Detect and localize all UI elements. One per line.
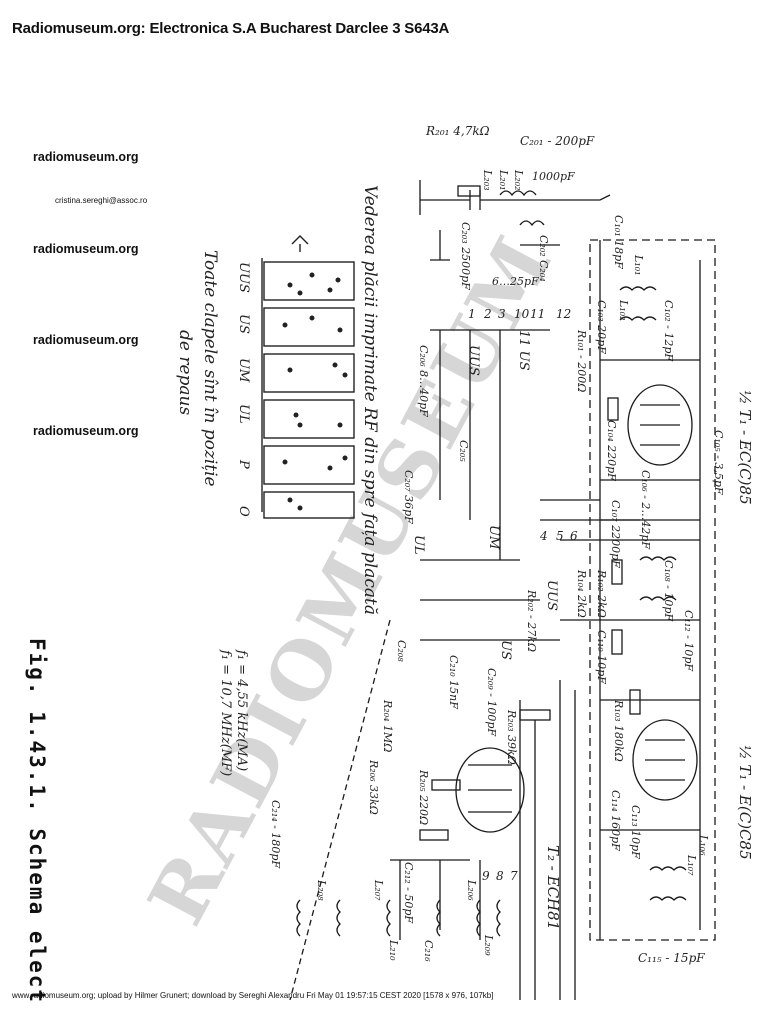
label-c212: C₂₁₂ - 50pF	[402, 862, 415, 923]
contact-number: 10	[514, 307, 530, 321]
tube-label: ½ T₁ - E(C)C85	[736, 745, 754, 860]
switch-group-label: UUS	[466, 345, 481, 376]
label-c216: C₂₁₆	[422, 940, 435, 962]
switch-keys-block	[261, 235, 355, 519]
figure-caption: Fig. 1.43.1. Schema elect	[25, 638, 49, 1004]
label-c108: C₁₀₈ - 10pF	[662, 560, 675, 621]
label-l207: L₂₀₇	[372, 879, 385, 901]
tube-label: ½ T₁ - EC(C)85	[736, 390, 754, 505]
label-r103: R₁₀₃ 180kΩ	[612, 699, 625, 762]
label-c102: C₁₀₂ - 12pF	[662, 300, 675, 361]
label-c210: C₂₁₀ 15nF	[447, 655, 460, 709]
label-r204: R₂₀₄ 1MΩ	[381, 699, 394, 752]
label-c106: C₁₀₆ - 2…42pF	[639, 470, 652, 549]
footer-credit: www.radiomuseum.org; upload by Hilmer Gr…	[12, 991, 494, 1000]
switch-contacts	[282, 272, 348, 511]
label-trim: 6…25pF	[492, 275, 539, 288]
label-r104: R₁₀₄ 2kΩ	[575, 569, 588, 618]
diagonal-watermark: RADIOMUSEUM	[131, 220, 571, 939]
label-l101: L₁₀₁	[632, 254, 645, 276]
tube-label: T₂ - ECH81	[544, 845, 562, 930]
switch-label: US	[236, 314, 251, 334]
label-r101: R₁₀₁ - 200Ω	[575, 329, 588, 392]
label-c203: C₂₀₃ 2500pF	[459, 222, 472, 290]
label-c110: C₁₁₀ 10pF	[595, 630, 608, 684]
label-c202: C₂₀₂	[537, 235, 550, 257]
label-l206: L₂₀₆	[465, 879, 478, 901]
label-r202: R₂₀₂ - 27kΩ	[525, 589, 538, 652]
label-l201: L₂₀₁	[497, 169, 510, 191]
label-l106: L₁₀₆	[697, 834, 710, 856]
label-c209: C₂₀₉ - 100pF	[485, 668, 498, 736]
watermark-label: radiomuseum.org	[33, 150, 139, 164]
watermark-label: radiomuseum.org	[33, 333, 139, 347]
email-watermark: cristina.sereghi@assoc.ro	[55, 196, 148, 205]
label-l203: L₂₀₃	[481, 169, 494, 191]
label-l210: L₂₁₀	[387, 939, 400, 961]
label-c205: C₂₀₅	[457, 440, 470, 462]
label-c112: C₁₁₂ - 10pF	[682, 610, 695, 671]
switch-label: UM	[236, 358, 251, 383]
contact-number: 7	[510, 869, 518, 883]
circuit-wiring	[289, 180, 716, 1001]
switch-group-label: UM	[486, 525, 501, 550]
label-r205: R₂₀₅ 220Ω	[417, 769, 430, 825]
label-c115: C₁₁₅ - 15pF	[638, 951, 705, 965]
label-c: 1000pF	[532, 170, 575, 183]
switch-label: P	[236, 459, 251, 469]
label-c114: C₁₁₄ 160pF	[609, 790, 622, 851]
contact-number: 12	[556, 307, 571, 321]
switch-group-labels: UUS UM UL US 11 US UUS	[411, 330, 559, 660]
contact-number: 3	[498, 307, 506, 321]
switch-label: UL	[236, 404, 251, 424]
contact-number: 2	[483, 307, 492, 321]
contact-number: 6	[570, 529, 578, 543]
label-l208: L₂₀₈	[315, 879, 328, 901]
label-l102: L₁₀₂	[617, 299, 630, 321]
label-c101: C₁₀₁ 18pF	[612, 215, 625, 269]
switch-group-label: UL	[411, 535, 426, 555]
contact-number: 8	[496, 869, 504, 883]
switch-label: O	[236, 506, 251, 517]
label-c204: C₂₀₄	[537, 260, 550, 282]
label-c113: C₁₁₃ 10pF	[629, 805, 642, 859]
contact-number: 11	[530, 307, 545, 321]
page-title: Radiomuseum.org: Electronica S.A Buchare…	[12, 20, 450, 37]
label-r206: R₂₀₆ 33kΩ	[367, 759, 380, 815]
contact-numbers: 1 2 3 10 11 12 4 5 6 7 8 9	[468, 307, 578, 883]
label-l202: L₂₀₂	[512, 169, 525, 191]
contact-number: 9	[482, 869, 490, 883]
label-r102: R₁₀₂ 2kΩ	[595, 569, 608, 618]
switch-label: UUS	[236, 262, 251, 293]
contact-number: 4	[539, 529, 548, 543]
label-l209: L₂₀₉	[482, 934, 495, 956]
label-c207: C₂₀₇ 36pF	[402, 470, 415, 524]
label-c104: C₁₀₄ 220pF	[605, 420, 618, 481]
label-c214: C₂₁₄ - 180pF	[269, 800, 282, 868]
note-keys: Toate clapele sînt în poziție	[200, 250, 220, 487]
label-c208: C₂₀₈	[395, 640, 408, 662]
label-l107: L₁₀₇	[685, 854, 698, 876]
switch-group-label: US	[498, 640, 513, 660]
switch-label-group: UUS US UM UL P O	[236, 262, 251, 517]
label-c103: C₁₀₃ 20pF	[595, 300, 608, 354]
note-plates: Vederea plăcii imprimate RF din spre faț…	[360, 185, 380, 615]
watermark-label: radiomuseum.org	[33, 424, 139, 438]
contact-number: 5	[556, 529, 564, 543]
label-c107: C₁₀₇ 2200pF	[609, 500, 622, 568]
freq-note: f₁ = 10,7 MHz(MF)	[218, 649, 233, 776]
switch-group-label: 11 US	[516, 330, 531, 371]
label-r201: R₂₀₁ 4,7kΩ	[425, 124, 490, 138]
component-labels: R₂₀₁ 4,7kΩ C₂₀₁ - 200pF 1000pF C₂₀₂ C₂₀₃…	[269, 124, 725, 965]
contact-number: 1	[468, 307, 476, 321]
freq-note: f₁ = 4,55 kHz(MA)	[234, 649, 249, 771]
switch-group-label: UUS	[544, 580, 559, 611]
label-c206: C₂₀₆ 8…40pF	[417, 345, 430, 417]
label-c105: C₁₀₅ - 3,5pF	[712, 430, 725, 495]
label-r203: R₂₀₃ 39kΩ	[505, 709, 518, 765]
label-c201: C₂₀₁ - 200pF	[520, 134, 595, 148]
watermark-label: radiomuseum.org	[33, 242, 139, 256]
note-keys-2: de repaus	[175, 330, 195, 416]
